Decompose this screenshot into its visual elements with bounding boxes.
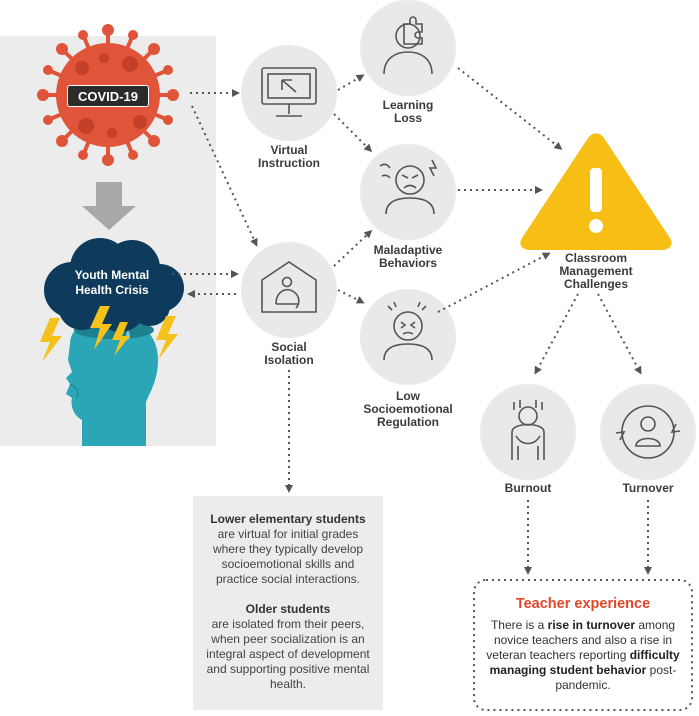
- older-students-title: Older students: [245, 602, 331, 616]
- teacher-text-part: There is a: [490, 618, 548, 632]
- puzzle-head-icon: [383, 16, 433, 75]
- turnover-person-icon: [615, 405, 681, 459]
- teacher-experience-body: There is a rise in turnover among novice…: [482, 618, 684, 693]
- social-isolation-label: Social Isolation: [264, 340, 314, 367]
- head-icon: [66, 318, 158, 446]
- virtual-instruction-circle: [241, 45, 337, 141]
- warning-triangle-icon: [520, 133, 672, 250]
- arrow-lowreg-classroom: [437, 252, 551, 313]
- maladaptive-behaviors-label: Maladaptive Behaviors: [373, 243, 443, 270]
- burnout-circle: [480, 384, 576, 480]
- arrow-learning-classroom: [457, 67, 563, 150]
- classroom-challenges-label: Classroom Management Challenges: [559, 251, 633, 291]
- low-regulation-label: Low Socioemotional Regulation: [363, 389, 453, 429]
- teacher-experience-title: Teacher experience: [515, 596, 651, 612]
- teacher-text-part: post-pandemic.: [555, 663, 677, 692]
- students-box: [193, 496, 383, 710]
- virtual-instruction-label: Virtual Instruction: [258, 143, 320, 170]
- older-students-body: are isolated from their peers, when peer…: [206, 617, 370, 691]
- turnover-label: Turnover: [622, 481, 674, 495]
- burnout-label: Burnout: [504, 481, 552, 495]
- lower-elementary-body: are virtual for initial grades where the…: [212, 527, 364, 586]
- computer-icon: [261, 67, 317, 117]
- arrow-classroom-turnover: [597, 293, 642, 375]
- arrow-classroom-burnout: [534, 293, 579, 375]
- burnout-person-icon: [511, 400, 545, 460]
- arrow-virtual-learning: [337, 74, 365, 91]
- arrow-social-lowreg: [337, 289, 365, 304]
- stressed-face-icon: [383, 301, 433, 361]
- lightning-icon: [40, 306, 178, 362]
- learning-loss-label: Learning Loss: [382, 98, 434, 125]
- arrow-covid-social: [191, 105, 258, 247]
- angry-face-icon: [379, 159, 438, 215]
- maladaptive-circle: [360, 144, 456, 240]
- teacher-text-part: among novice teachers and also a rise in…: [486, 618, 676, 662]
- teacher-bold-difficulty: difficulty managing student behavior: [489, 648, 680, 677]
- arrow-social-maladaptive: [333, 229, 373, 267]
- lower-elementary-text: Lower elementary students are virtual fo…: [200, 512, 376, 587]
- storm-cloud-icon: [44, 238, 184, 332]
- covid-label: COVID-19: [67, 85, 149, 107]
- arrow-virtual-maladaptive: [333, 113, 373, 153]
- teacher-bold-turnover: rise in turnover: [547, 618, 636, 632]
- low-regulation-circle: [360, 289, 456, 385]
- youth-crisis-label: Youth Mental Health Crisis: [74, 268, 150, 297]
- isolated-person-house-icon: [261, 261, 317, 313]
- teacher-experience-box: [473, 579, 693, 711]
- older-students-text: Older students are isolated from their p…: [200, 602, 376, 692]
- lower-elementary-title: Lower elementary students: [210, 512, 366, 526]
- down-arrow-icon: [82, 182, 136, 230]
